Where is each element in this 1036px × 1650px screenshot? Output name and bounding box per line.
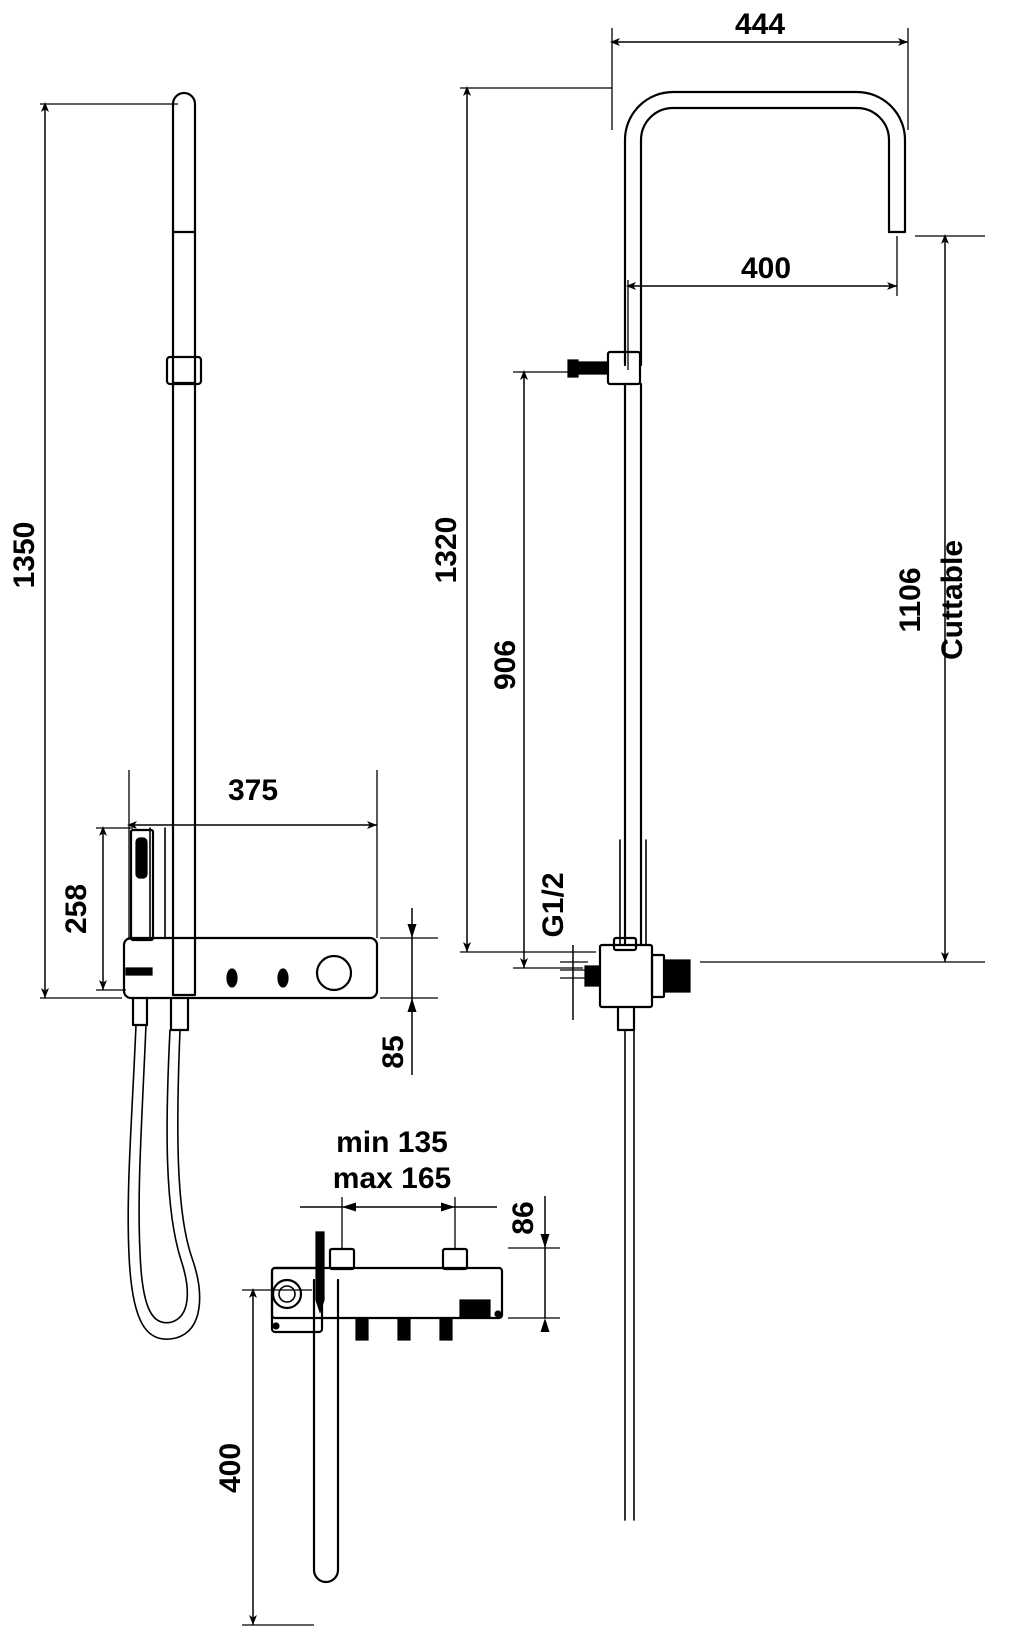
hose-outlet-left bbox=[131, 996, 149, 1027]
arm-connection-cap bbox=[567, 359, 579, 378]
flexible-hose-outer bbox=[127, 1024, 201, 1340]
mixer-body-side-top-boss bbox=[612, 936, 638, 952]
flexible-hose-inner bbox=[138, 1024, 189, 1324]
arrow-85-bottom bbox=[407, 998, 417, 1012]
mixer-side-outlet bbox=[584, 965, 601, 987]
side-outlet-stub bbox=[125, 967, 153, 976]
shower-arm-inner bbox=[639, 106, 891, 367]
plan-view-dimensions: min 135 max 165 86 400 bbox=[214, 1126, 560, 1626]
dim-label-max165: max 165 bbox=[333, 1162, 451, 1195]
hand-shower-head bbox=[135, 837, 148, 879]
plan-inlet-fitting-left bbox=[328, 1247, 356, 1271]
dim-label-85: 85 bbox=[377, 1035, 410, 1068]
side-view-dimensions: 444 400 1320 906 1106 Cuttable bbox=[430, 8, 985, 1020]
mixer-body-side-flange bbox=[650, 953, 666, 999]
hose-outlet-right bbox=[169, 996, 190, 1032]
plan-base-nub-right bbox=[494, 1310, 502, 1318]
mixer-body-front bbox=[122, 936, 379, 1000]
hand-shower-bracket bbox=[129, 828, 155, 942]
control-button-2[interactable] bbox=[277, 968, 289, 988]
rail-slider-block bbox=[165, 355, 203, 386]
side-view-geometry bbox=[567, 90, 907, 1521]
dim-label-1320: 1320 bbox=[430, 517, 463, 584]
plan-eccentric-ring bbox=[271, 1278, 303, 1310]
shower-arm-outer bbox=[623, 90, 907, 367]
plan-base-nub-left bbox=[272, 1322, 280, 1330]
front-view-geometry bbox=[122, 91, 379, 1340]
dim-label-cuttable: Cuttable bbox=[936, 540, 969, 660]
plan-spindle bbox=[315, 1231, 325, 1314]
arrow-86-bottom bbox=[540, 1318, 550, 1332]
plan-eccentric-bore bbox=[278, 1285, 296, 1303]
mixer-body-side bbox=[598, 943, 654, 1009]
riser-rail-outline bbox=[171, 91, 197, 997]
plan-inlet-fitting-right bbox=[441, 1247, 469, 1271]
dim-label-375: 375 bbox=[228, 774, 278, 807]
plan-outlet-block bbox=[459, 1299, 491, 1319]
plan-view-geometry bbox=[270, 1231, 504, 1584]
mixer-side-inlet bbox=[663, 959, 691, 993]
dim-label-min135: min 135 bbox=[336, 1126, 448, 1159]
control-button-1[interactable] bbox=[226, 968, 238, 988]
plan-spout-tube bbox=[312, 1278, 340, 1584]
dim-label-86: 86 bbox=[507, 1201, 540, 1234]
front-view-dimensions: 1350 375 258 85 bbox=[8, 102, 438, 1075]
dim-label-1350: 1350 bbox=[8, 522, 41, 589]
thermostat-handle[interactable] bbox=[315, 954, 353, 992]
dim-label-400-arm: 400 bbox=[741, 252, 791, 285]
plan-outlet-3 bbox=[439, 1317, 453, 1341]
plan-outlet-2 bbox=[397, 1317, 411, 1341]
mixer-side-hose-outlet bbox=[616, 1005, 636, 1032]
arrow-minmax-right bbox=[441, 1202, 455, 1212]
dim-label-g12: G1/2 bbox=[537, 872, 570, 937]
dim-label-400-spout: 400 bbox=[214, 1443, 247, 1493]
dim-label-906: 906 bbox=[489, 640, 522, 690]
arrow-minmax-left bbox=[342, 1202, 356, 1212]
plan-outlet-1 bbox=[355, 1317, 369, 1341]
dim-label-258: 258 bbox=[60, 884, 93, 934]
dim-label-1106: 1106 bbox=[894, 567, 927, 632]
arrow-86-top bbox=[540, 1234, 550, 1248]
arrow-85-top bbox=[407, 924, 417, 938]
dim-label-444: 444 bbox=[735, 8, 785, 41]
